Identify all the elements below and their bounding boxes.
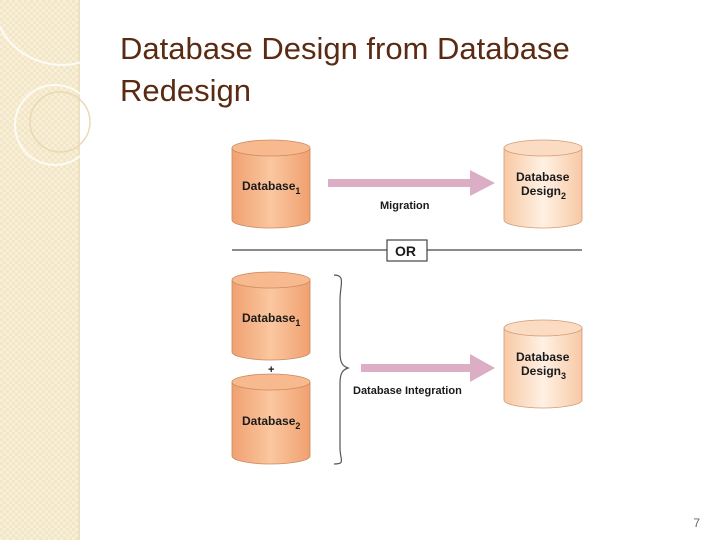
or-label: OR [395, 243, 416, 259]
plus-sign: + [268, 364, 274, 376]
bottom-target-cylinder: Database Design3 [503, 319, 583, 409]
bottom-target-label-line1: Database [516, 350, 570, 364]
top-source-label: Database1 [242, 179, 300, 196]
bottom-source-2-label: Database2 [242, 414, 300, 431]
migration-arrow [328, 170, 495, 196]
top-target-label-line1: Database [516, 170, 570, 184]
bottom-source-cylinder-1: Database1 [231, 271, 311, 361]
integration-arrow [361, 354, 495, 382]
page-number: 7 [693, 516, 700, 530]
side-band-edge [78, 0, 80, 540]
bottom-source-1-label: Database1 [242, 311, 300, 328]
top-source-cylinder: Database1 [231, 139, 311, 229]
slide-title: Database Design from Database Redesign [120, 31, 570, 108]
bottom-target-label-line2: Design3 [521, 364, 566, 381]
decorative-side-band [0, 0, 78, 540]
migration-label: Migration [380, 200, 430, 212]
top-target-cylinder: Database Design2 [503, 139, 583, 229]
bottom-source-cylinder-2: Database2 [231, 373, 311, 465]
or-separator: OR [232, 239, 582, 262]
integration-label: Database Integration [353, 385, 462, 397]
database-redesign-diagram: Database1 Migration Database Design2 OR … [231, 139, 583, 465]
decorative-circles [0, 25, 120, 166]
top-target-label-line2: Design2 [521, 184, 566, 201]
grouping-brace [333, 274, 350, 465]
